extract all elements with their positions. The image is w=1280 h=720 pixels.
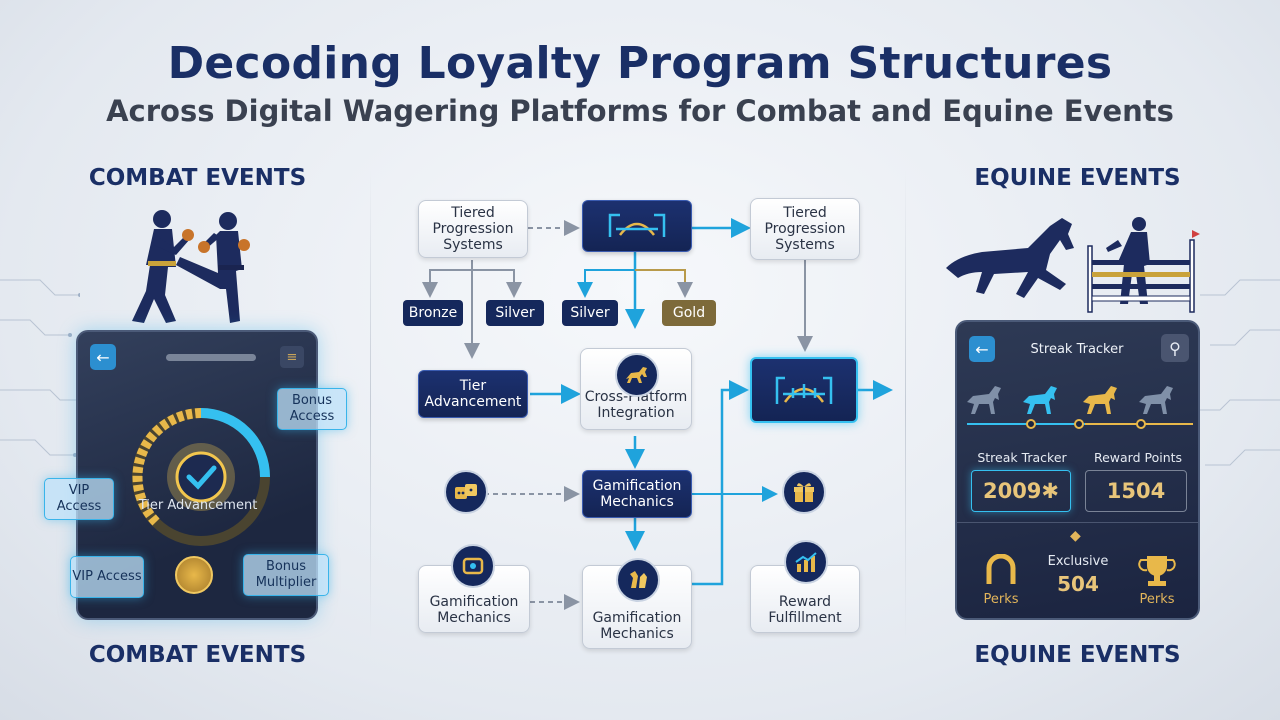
reward-fulfillment-box[interactable]: Reward Fulfillment xyxy=(750,540,860,633)
tier-advancement-box[interactable]: Tier Advancement xyxy=(418,370,528,418)
back-arrow-icon-right[interactable]: ← xyxy=(969,336,995,362)
circuit-decoration-right xyxy=(1200,279,1280,466)
gamification-left-label: Gamification Mechanics xyxy=(429,593,519,626)
fighters-icon xyxy=(132,210,250,323)
exclusive-label: Exclusive xyxy=(1047,554,1109,569)
tier-gold-chip[interactable]: Gold xyxy=(662,300,716,326)
horseshoe-icon xyxy=(986,554,1016,584)
dice-icon[interactable] xyxy=(444,470,488,514)
diamond-icon: ◆ xyxy=(1070,528,1081,544)
back-arrow-icon[interactable]: ← xyxy=(90,344,116,370)
bonus-multiplier-badge[interactable]: Bonus Multiplier xyxy=(243,554,329,596)
search-icon[interactable]: ⚲ xyxy=(1161,334,1189,362)
gamification-left-box[interactable]: Gamification Mechanics xyxy=(418,544,530,633)
gamification-bottom-label: Gamification Mechanics xyxy=(592,609,682,642)
vip-access-badge[interactable]: VIP Access xyxy=(70,556,144,598)
divider-left xyxy=(370,170,371,640)
perks-right-label: Perks xyxy=(1139,592,1175,607)
vip-access-side-badge[interactable]: VIP Access xyxy=(44,478,114,520)
horse-jump-icon xyxy=(946,217,1200,313)
divider-right xyxy=(905,170,906,640)
coin-icon xyxy=(175,556,213,594)
circuit-decoration-left xyxy=(0,279,80,457)
puzzle-icon xyxy=(451,544,495,588)
tier-bronze-chip[interactable]: Bronze xyxy=(403,300,463,326)
bridge-icon xyxy=(608,213,666,237)
menu-icon[interactable]: ≡ xyxy=(280,346,304,368)
tiered-system-icon-box[interactable] xyxy=(582,200,692,252)
bridge-hub-icon xyxy=(775,376,833,404)
reward-points-value-box: 1504 xyxy=(1085,470,1187,512)
streak-horses-track xyxy=(967,386,1193,429)
tier-silver-chip-2[interactable]: Silver xyxy=(562,300,618,326)
panel-title: Streak Tracker xyxy=(1030,342,1124,357)
gamification-bottom-box[interactable]: Gamification Mechanics xyxy=(582,558,692,649)
gamification-center-box[interactable]: Gamification Mechanics xyxy=(582,470,692,518)
page-title: Decoding Loyalty Program Structures xyxy=(167,38,1113,89)
page-subtitle: Across Digital Wagering Platforms for Co… xyxy=(106,94,1174,128)
combat-heading-bottom: COMBAT EVENTS xyxy=(88,642,307,668)
exclusive-value: 504 xyxy=(1057,572,1099,596)
flow-connectors xyxy=(422,218,893,610)
streak-value-box: 2009✱ xyxy=(971,470,1071,512)
search-bar[interactable] xyxy=(166,354,256,361)
tiered-progression-box-left[interactable]: Tiered Progression Systems xyxy=(418,200,528,258)
tiered-progression-box-right[interactable]: Tiered Progression Systems xyxy=(750,198,860,260)
tier-advancement-label: Tier Advancement xyxy=(138,498,258,513)
combat-heading-top: COMBAT EVENTS xyxy=(88,165,307,191)
reward-fulfillment-label: Reward Fulfillment xyxy=(768,593,842,626)
chess-icon xyxy=(616,558,660,602)
integration-hub-box[interactable] xyxy=(750,357,858,423)
streak-tracker-panel: ← Streak Tracker ⚲ Streak Tracker Reward… xyxy=(955,320,1200,620)
equine-heading-top: EQUINE EVENTS xyxy=(974,165,1181,191)
tier-silver-chip-1[interactable]: Silver xyxy=(486,300,544,326)
tier-progress-gauge xyxy=(132,408,270,546)
gift-icon[interactable] xyxy=(782,470,826,514)
perks-left-label: Perks xyxy=(983,592,1019,607)
bonus-access-badge[interactable]: Bonus Access xyxy=(277,388,347,430)
streak-tracker-label: Streak Tracker xyxy=(977,450,1067,465)
panel-separator xyxy=(957,522,1198,523)
horse-icon xyxy=(615,353,659,397)
equine-heading-bottom: EQUINE EVENTS xyxy=(974,642,1181,668)
reward-points-label: Reward Points xyxy=(1093,450,1183,465)
growth-chart-icon xyxy=(784,540,828,584)
trophy-icon xyxy=(1138,556,1176,586)
cross-platform-box[interactable]: Cross-Platform Integration xyxy=(580,348,692,430)
